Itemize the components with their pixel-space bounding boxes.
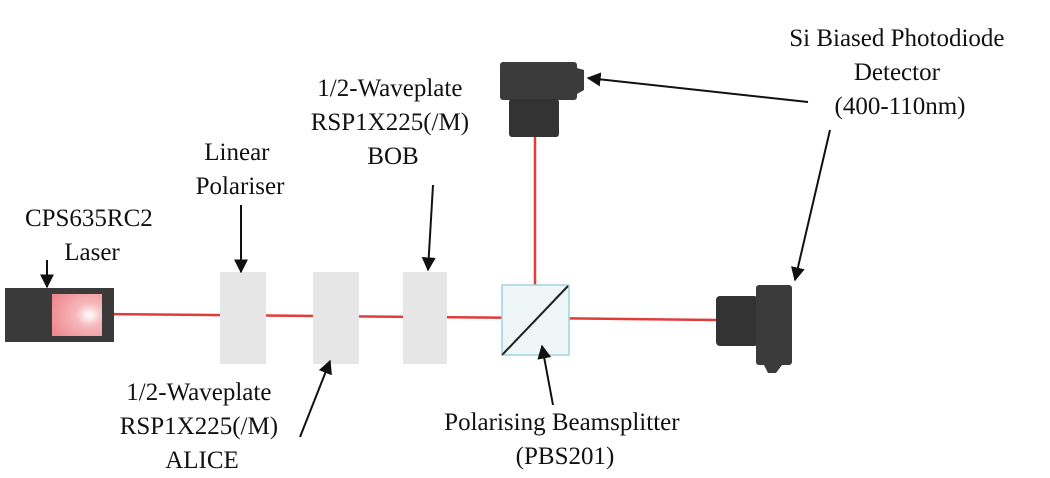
detector-right xyxy=(716,285,792,373)
arrow-beamsplitter xyxy=(537,344,554,406)
arrow-detector-right xyxy=(791,129,831,282)
pointer-arrows xyxy=(40,72,831,438)
arrow-waveplate-bob xyxy=(421,184,436,272)
polarising-beamsplitter xyxy=(501,284,570,356)
laser-label: CPS635RC2 Laser xyxy=(25,205,159,266)
waveplate-bob xyxy=(403,272,447,364)
laser-aperture xyxy=(52,294,102,336)
detector-label: Si Biased Photodiode Detector (400-110nm… xyxy=(789,25,1011,120)
laser-source xyxy=(5,288,114,342)
arrow-waveplate-alice xyxy=(299,359,332,438)
waveplate-alice xyxy=(313,272,359,364)
beamsplitter-label: Polarising Beamsplitter (PBS201) xyxy=(444,409,686,470)
detector-top xyxy=(500,62,584,137)
linear-polariser xyxy=(220,272,266,364)
arrow-detector-top xyxy=(586,72,809,103)
waveplate-alice-label: 1/2-Waveplate RSP1X225(/M) ALICE xyxy=(120,379,285,474)
polariser-label: Linear Polariser xyxy=(196,139,286,200)
waveplate-bob-label: 1/2-Waveplate RSP1X225(/M) BOB xyxy=(311,75,476,170)
